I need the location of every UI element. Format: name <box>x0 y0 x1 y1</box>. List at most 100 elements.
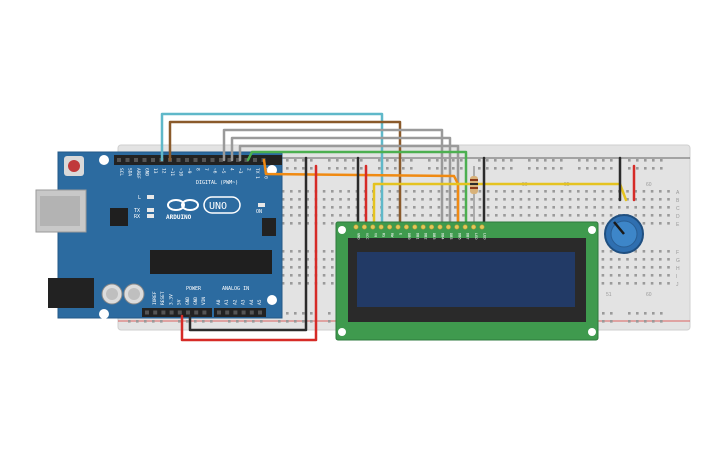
reset-button-cap[interactable] <box>68 160 80 172</box>
breadboard-hole[interactable] <box>667 190 670 193</box>
breadboard-hole[interactable] <box>331 222 334 225</box>
rail-hole[interactable] <box>328 159 331 162</box>
power-pin-hole[interactable] <box>145 310 149 315</box>
breadboard-hole[interactable] <box>495 198 498 201</box>
wire-gray-1[interactable] <box>222 128 444 230</box>
analog-pin-hole[interactable] <box>249 310 254 315</box>
lcd-pin[interactable] <box>445 224 451 230</box>
breadboard-hole[interactable] <box>650 206 654 209</box>
breadboard-hole[interactable] <box>396 198 400 201</box>
breadboard-hole[interactable] <box>650 258 654 261</box>
breadboard-hole[interactable] <box>577 190 580 193</box>
wire-black-gnd[interactable] <box>188 156 308 332</box>
rail-hole[interactable] <box>352 167 355 170</box>
breadboard-hole[interactable] <box>298 266 301 269</box>
breadboard-hole[interactable] <box>650 198 654 201</box>
breadboard-hole[interactable] <box>511 190 514 193</box>
rail-hole[interactable] <box>436 167 439 170</box>
rail-hole[interactable] <box>486 159 489 162</box>
breadboard-hole[interactable] <box>290 266 293 269</box>
breadboard-hole[interactable] <box>331 190 334 193</box>
breadboard-hole[interactable] <box>404 198 408 201</box>
rail-hole[interactable] <box>336 159 339 162</box>
breadboard-hole[interactable] <box>593 206 596 209</box>
rail-hole[interactable] <box>478 167 481 170</box>
breadboard-hole[interactable] <box>445 206 449 209</box>
breadboard-hole[interactable] <box>560 198 564 201</box>
rail-hole[interactable] <box>494 159 497 162</box>
breadboard-hole[interactable] <box>478 214 482 217</box>
breadboard-hole[interactable] <box>445 198 449 201</box>
breadboard-hole[interactable] <box>626 282 629 285</box>
rail-hole[interactable] <box>636 320 639 323</box>
breadboard-hole[interactable] <box>339 206 342 209</box>
breadboard-hole[interactable] <box>298 214 301 217</box>
breadboard-hole[interactable] <box>462 190 465 193</box>
rail-hole[interactable] <box>628 167 631 170</box>
breadboard-hole[interactable] <box>609 206 613 209</box>
breadboard-hole[interactable] <box>486 206 490 209</box>
rail-hole[interactable] <box>652 159 655 162</box>
digital-pin-hole[interactable] <box>193 158 198 162</box>
breadboard-hole[interactable] <box>298 222 301 225</box>
rail-hole[interactable] <box>310 312 313 315</box>
breadboard-hole[interactable] <box>667 258 670 261</box>
rail-hole[interactable] <box>310 159 313 162</box>
power-pin-hole[interactable] <box>161 310 166 315</box>
arduino-uno-board[interactable]: L TX RX ON ARDUINO UNO DIGITAL (PWM~) PO… <box>35 151 283 319</box>
rail-hole[interactable] <box>202 320 205 323</box>
breadboard-hole[interactable] <box>601 222 605 225</box>
rail-hole[interactable] <box>386 159 389 162</box>
breadboard-hole[interactable] <box>413 190 416 193</box>
breadboard-hole[interactable] <box>618 274 621 277</box>
rail-hole[interactable] <box>128 320 131 323</box>
breadboard-hole[interactable] <box>642 250 646 253</box>
rail-hole[interactable] <box>594 167 597 170</box>
breadboard-hole[interactable] <box>298 274 301 277</box>
breadboard-hole[interactable] <box>552 206 555 209</box>
rail-hole[interactable] <box>552 159 555 162</box>
rail-hole[interactable] <box>510 159 513 162</box>
rail-hole[interactable] <box>302 159 305 162</box>
rail-hole[interactable] <box>244 320 247 323</box>
breadboard-hole[interactable] <box>298 282 301 285</box>
rail-hole[interactable] <box>652 312 655 315</box>
rail-hole[interactable] <box>428 159 431 162</box>
breadboard-hole[interactable] <box>560 206 564 209</box>
breadboard-hole[interactable] <box>281 274 285 277</box>
breadboard-hole[interactable] <box>347 198 350 201</box>
breadboard-hole[interactable] <box>306 266 309 269</box>
breadboard-hole[interactable] <box>413 214 416 217</box>
breadboard-hole[interactable] <box>347 206 350 209</box>
breadboard-hole[interactable] <box>454 198 457 201</box>
breadboard-hole[interactable] <box>322 282 326 285</box>
breadboard-hole[interactable] <box>659 190 662 193</box>
breadboard-hole[interactable] <box>322 258 326 261</box>
lcd-pin[interactable] <box>471 224 477 230</box>
lcd-pin[interactable] <box>361 224 367 230</box>
digital-pin-hole[interactable] <box>236 158 240 162</box>
rail-hole[interactable] <box>410 159 413 162</box>
breadboard-hole[interactable] <box>421 198 424 201</box>
breadboard-hole[interactable] <box>536 206 539 209</box>
breadboard-hole[interactable] <box>503 206 506 209</box>
breadboard-hole[interactable] <box>667 206 670 209</box>
rail-hole[interactable] <box>644 159 647 162</box>
breadboard-hole[interactable] <box>642 274 646 277</box>
rail-hole[interactable] <box>610 312 613 315</box>
rail-hole[interactable] <box>610 320 613 323</box>
breadboard-hole[interactable] <box>290 214 293 217</box>
breadboard-hole[interactable] <box>322 214 326 217</box>
breadboard-hole[interactable] <box>634 214 637 217</box>
breadboard-hole[interactable] <box>667 274 670 277</box>
breadboard-hole[interactable] <box>618 266 621 269</box>
breadboard-hole[interactable] <box>560 214 564 217</box>
breadboard-hole[interactable] <box>609 198 613 201</box>
rail-hole[interactable] <box>328 167 331 170</box>
rail-hole[interactable] <box>602 312 605 315</box>
rail-hole[interactable] <box>344 167 347 170</box>
breadboard-hole[interactable] <box>552 198 555 201</box>
breadboard-hole[interactable] <box>536 198 539 201</box>
breadboard-hole[interactable] <box>306 250 309 253</box>
